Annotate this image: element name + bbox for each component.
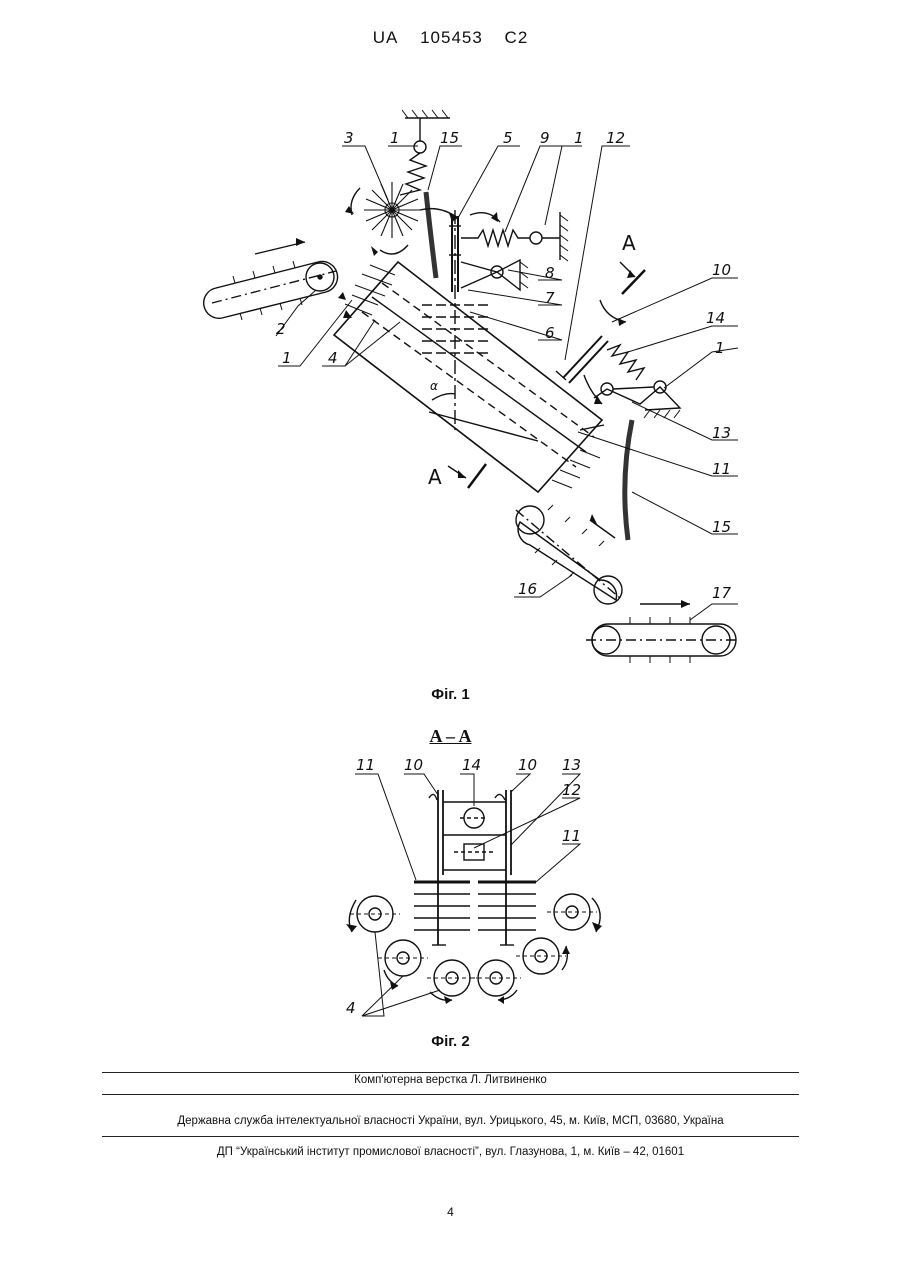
fig1-label-10: 10 xyxy=(712,261,731,279)
fig1-label-1a: 1 xyxy=(390,129,400,147)
fig1-label-11: 11 xyxy=(712,460,731,478)
fig2-label-12: 12 xyxy=(562,781,581,799)
fig2-label-13: 13 xyxy=(562,756,581,774)
fig1-label-9: 9 xyxy=(540,129,550,147)
fig1-section-a-bottom: A xyxy=(428,465,442,489)
fig1-label-15a: 15 xyxy=(440,129,459,147)
footer-ip-office: Державна служба інтелектуальної власност… xyxy=(0,1115,901,1127)
fig2-label-11b: 11 xyxy=(562,827,581,845)
fig2-label-14: 14 xyxy=(462,756,481,774)
figure-1-caption: Фіг. 1 xyxy=(0,686,901,703)
fig1-label-12: 12 xyxy=(606,129,625,147)
fig1-label-1b: 1 xyxy=(574,129,584,147)
figure-2-caption: Фіг. 2 xyxy=(0,1033,901,1050)
fig2-label-10a: 10 xyxy=(404,756,423,774)
fig1-label-16: 16 xyxy=(518,580,537,598)
fig1-section-a-top: A xyxy=(622,231,636,255)
fig2-label-4: 4 xyxy=(346,999,356,1017)
footer-divider-3 xyxy=(102,1136,799,1137)
fig1-label-8: 8 xyxy=(545,264,555,282)
fig1-label-alpha: α xyxy=(430,379,438,393)
fig2-label-10b: 10 xyxy=(518,756,537,774)
fig1-label-4: 4 xyxy=(328,349,338,367)
fig1-label-15b: 15 xyxy=(712,518,731,536)
page-number: 4 xyxy=(0,1205,901,1219)
fig2-label-11a: 11 xyxy=(356,756,375,774)
fig1-label-2: 2 xyxy=(276,320,286,338)
section-a-a-title: A – A xyxy=(0,726,901,747)
fig1-label-17: 17 xyxy=(712,584,732,602)
fig1-label-7: 7 xyxy=(545,289,555,307)
fig1-label-14: 14 xyxy=(706,309,725,327)
fig1-label-3: 3 xyxy=(344,129,354,147)
fig1-label-6: 6 xyxy=(545,324,555,342)
figure-2-drawing: 11 10 14 10 13 12 11 4 xyxy=(0,750,901,1030)
footer-divider-2 xyxy=(102,1094,799,1095)
fig1-label-1d: 1 xyxy=(715,339,725,357)
footer-institute: ДП “Український інститут промислової вла… xyxy=(0,1146,901,1158)
fig1-label-1c: 1 xyxy=(282,349,292,367)
footer-divider-1 xyxy=(102,1072,799,1073)
footer-typesetting: Комп'ютерна верстка Л. Литвиненко xyxy=(0,1074,901,1086)
figure-1-drawing: 3 1 15 5 9 1 12 A 10 8 7 2 1 4 6 14 1 α … xyxy=(0,0,901,680)
fig1-label-13: 13 xyxy=(712,424,731,442)
fig1-label-5: 5 xyxy=(503,129,513,147)
